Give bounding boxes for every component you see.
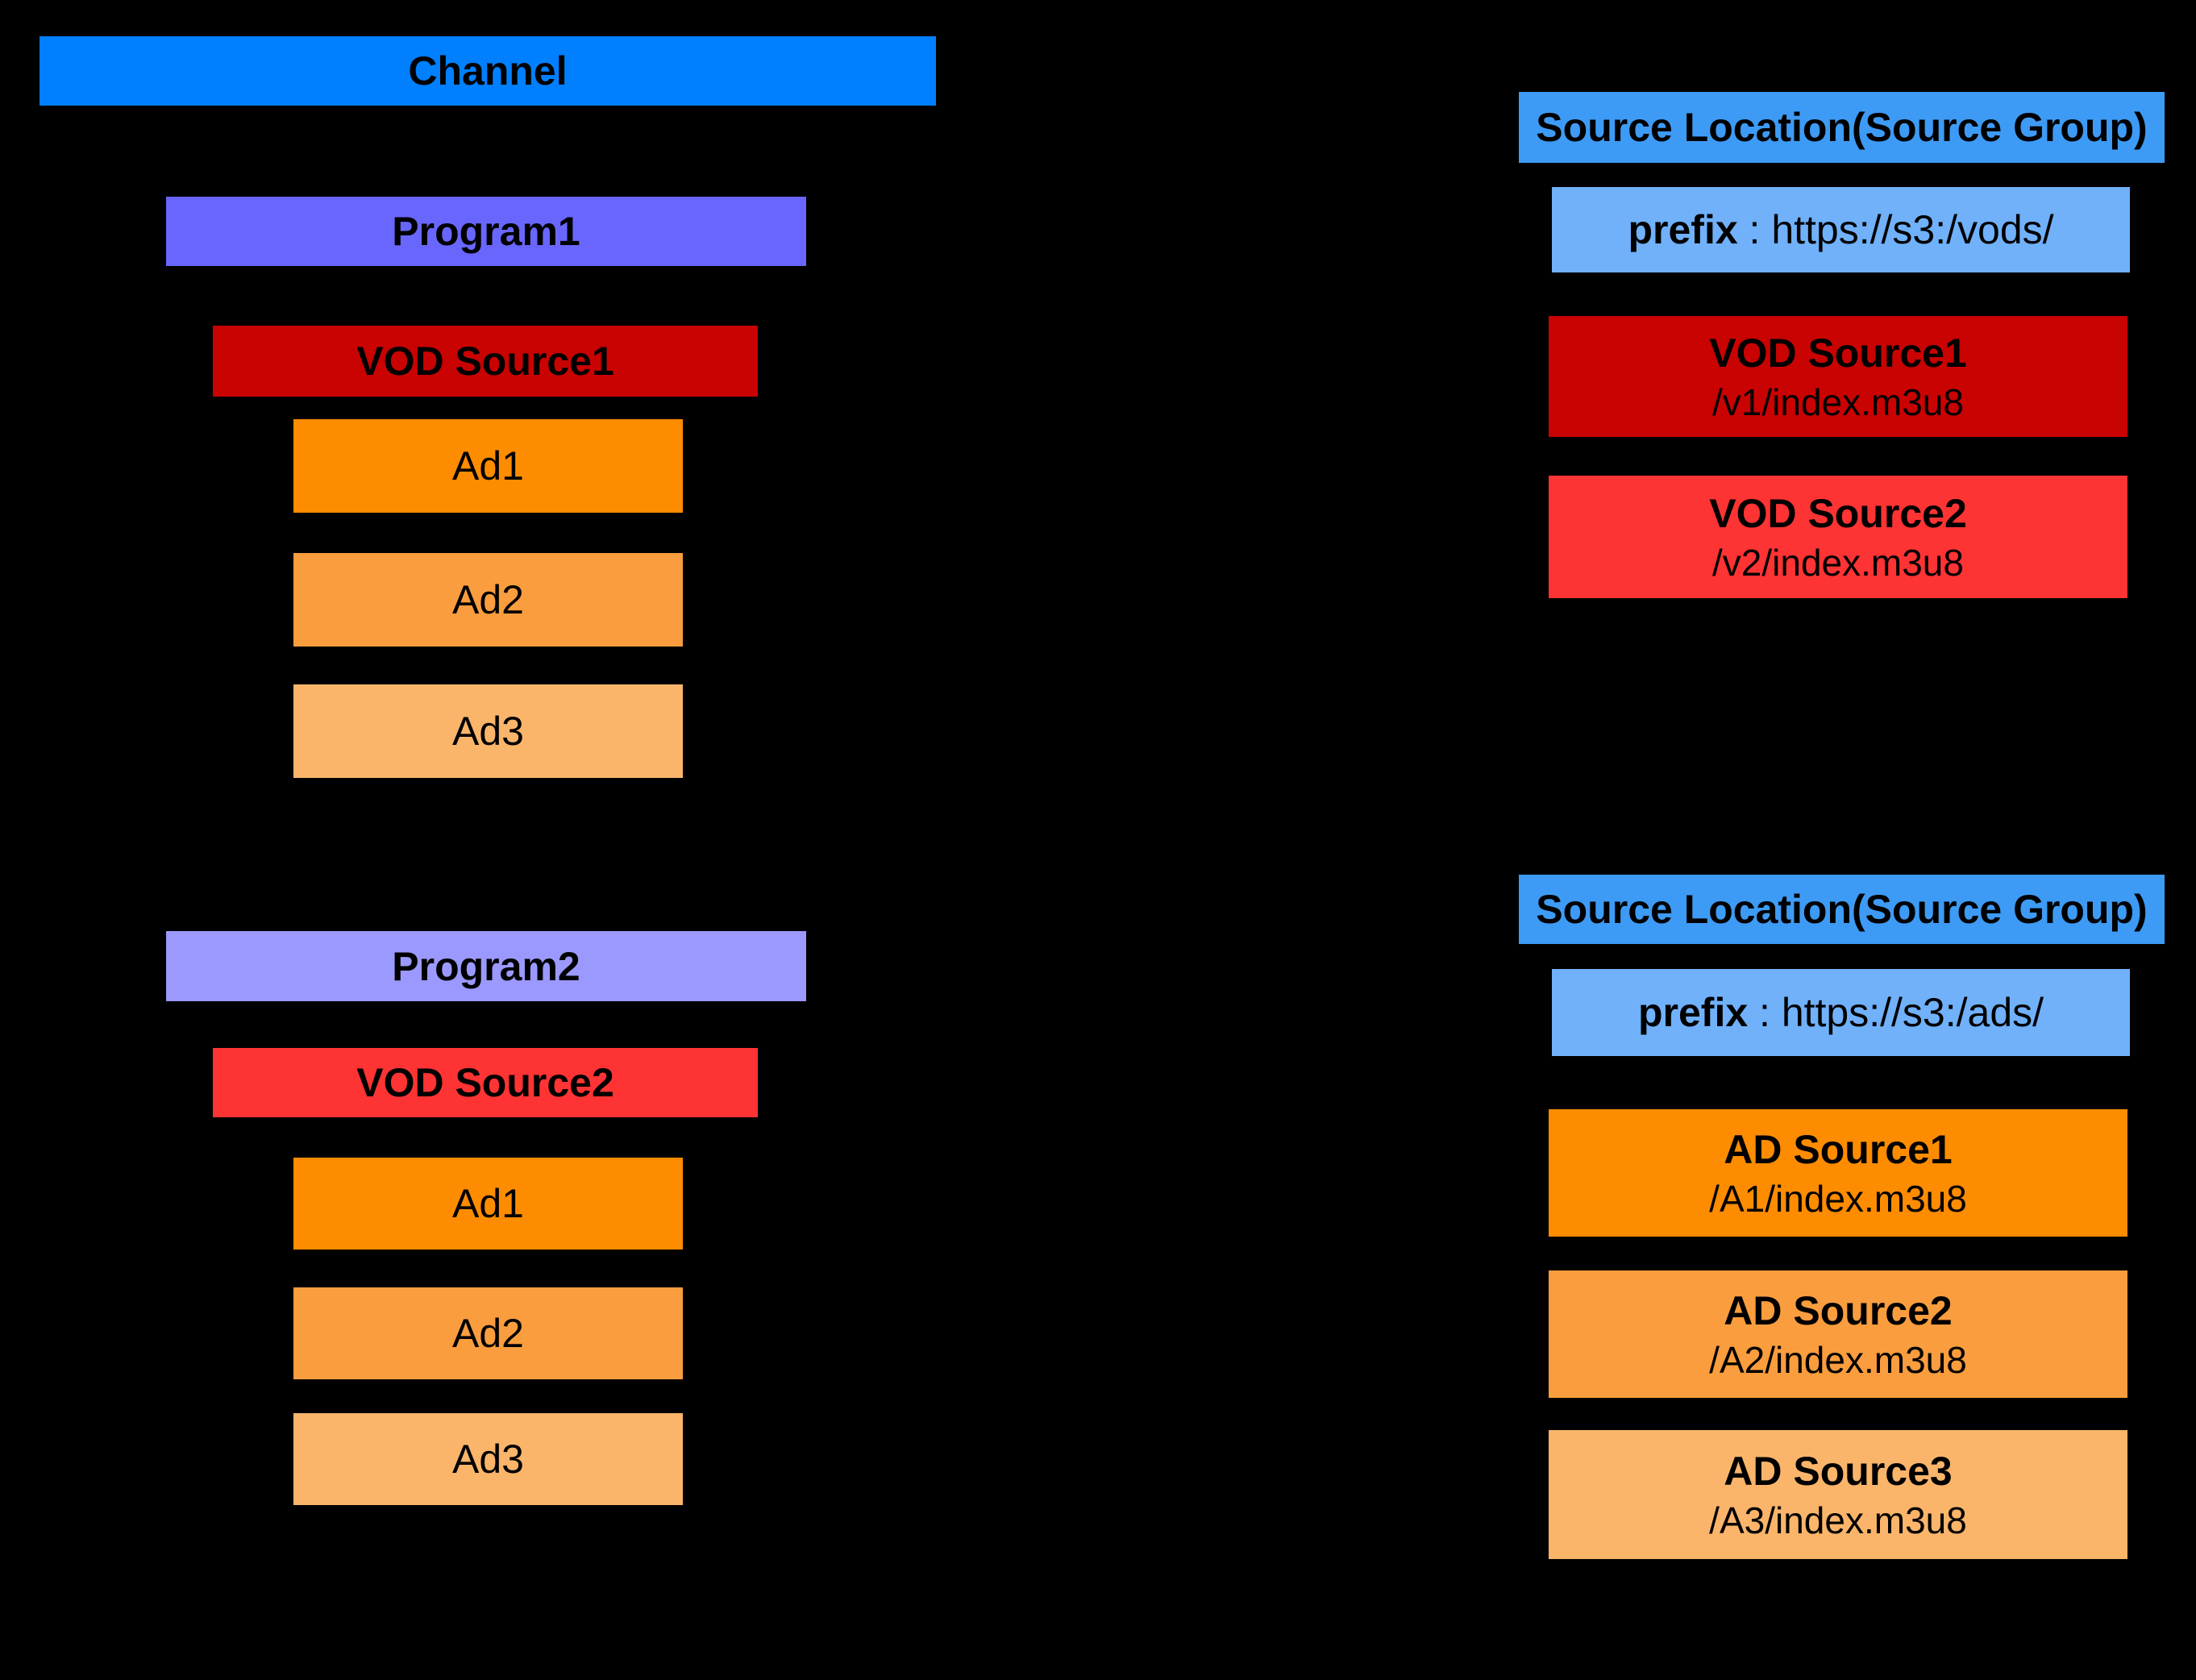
ad-source2-entry-box: AD Source2 /A2/index.m3u8: [1549, 1270, 2127, 1398]
prefix-separator: :: [1748, 990, 1782, 1035]
source-name: AD Source2: [1724, 1287, 1953, 1333]
source-path: /A3/index.m3u8: [1709, 1499, 1967, 1541]
source-path: /A1/index.m3u8: [1709, 1177, 1967, 1220]
prefix-label: prefix: [1628, 207, 1738, 252]
source-path: /v2/index.m3u8: [1712, 541, 1964, 584]
program2-box: Program2: [166, 931, 806, 1001]
prefix-value: https://s3:/ads/: [1781, 990, 2044, 1035]
ad-source-group-prefix-box: prefix : https://s3:/ads/: [1552, 969, 2130, 1056]
source-name: VOD Source2: [1709, 490, 1967, 536]
channel-box: Channel: [40, 36, 936, 106]
source-name: AD Source1: [1724, 1126, 1953, 1172]
ad-source1-entry-box: AD Source1 /A1/index.m3u8: [1549, 1109, 2127, 1237]
source-name: AD Source3: [1724, 1448, 1953, 1494]
ad-source-group-header: Source Location(Source Group): [1519, 875, 2165, 944]
program2-ad3-box: Ad3: [293, 1413, 683, 1505]
program1-ad1-box: Ad1: [293, 419, 683, 513]
program1-vod-source1-box: VOD Source1: [213, 326, 758, 397]
program2-vod-source2-box: VOD Source2: [213, 1048, 758, 1117]
ad-source3-entry-box: AD Source3 /A3/index.m3u8: [1549, 1430, 2127, 1559]
program2-ad1-box: Ad1: [293, 1158, 683, 1250]
prefix-separator: :: [1737, 207, 1772, 252]
source-path: /v1/index.m3u8: [1712, 380, 1964, 423]
vod-source-group-prefix-box: prefix : https://s3:/vods/: [1552, 187, 2130, 272]
program1-ad3-box: Ad3: [293, 684, 683, 778]
program1-ad2-box: Ad2: [293, 553, 683, 647]
source-name: VOD Source1: [1709, 330, 1967, 376]
program2-ad2-box: Ad2: [293, 1287, 683, 1379]
prefix-value: https://s3:/vods/: [1771, 207, 2054, 252]
vod-source2-entry-box: VOD Source2 /v2/index.m3u8: [1549, 476, 2127, 598]
vod-source-group-header: Source Location(Source Group): [1519, 92, 2165, 163]
source-path: /A2/index.m3u8: [1709, 1338, 1967, 1381]
program1-box: Program1: [166, 197, 806, 266]
vod-source1-entry-box: VOD Source1 /v1/index.m3u8: [1549, 316, 2127, 437]
prefix-label: prefix: [1637, 990, 1749, 1035]
